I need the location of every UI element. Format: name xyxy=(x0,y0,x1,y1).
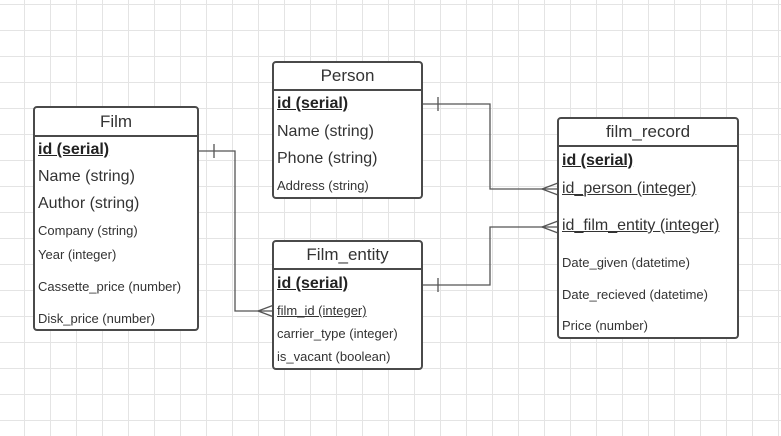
many-marker-film-entity xyxy=(256,304,275,318)
connector-person-to-film-record xyxy=(422,103,558,190)
field-cassette-price: Cassette_price (number) xyxy=(38,279,182,294)
connector-film-to-film-entity xyxy=(198,150,274,312)
many-marker-film-record-entity xyxy=(540,220,559,234)
field-carrier-type: carrier_type (integer) xyxy=(277,326,398,341)
field-id: id (serial) xyxy=(562,152,634,169)
field-address: Address (string) xyxy=(277,178,369,193)
field-id-person: id_person (integer) xyxy=(562,180,697,197)
entity-film[interactable]: Film id (serial) Name (string) Author (s… xyxy=(33,106,199,331)
field-disk-price: Disk_price (number) xyxy=(38,311,156,326)
entity-film-entity[interactable]: Film_entity id (serial) film_id (integer… xyxy=(272,240,423,370)
entity-film-record[interactable]: film_record id (serial) id_person (integ… xyxy=(557,117,739,339)
entity-title: Person xyxy=(274,63,421,91)
field-id: id (serial) xyxy=(277,275,349,292)
field-film-id: film_id (integer) xyxy=(277,303,367,318)
entity-title: Film xyxy=(35,108,197,137)
field-price: Price (number) xyxy=(562,318,648,333)
field-is-vacant: is_vacant (boolean) xyxy=(277,349,391,364)
entity-title: Film_entity xyxy=(274,242,421,270)
field-date-recieved: Date_recieved (datetime) xyxy=(562,287,708,302)
field-id: id (serial) xyxy=(38,141,110,158)
field-id: id (serial) xyxy=(277,95,349,112)
field-date-given: Date_given (datetime) xyxy=(562,255,690,270)
entity-title: film_record xyxy=(559,119,737,147)
many-marker-film-record-person xyxy=(540,182,559,196)
field-name: Name (string) xyxy=(277,123,374,140)
connector-film-entity-to-film-record xyxy=(422,226,558,286)
field-name: Name (string) xyxy=(38,168,135,185)
field-year: Year (integer) xyxy=(38,247,117,262)
entity-person[interactable]: Person id (serial) Name (string) Phone (… xyxy=(272,61,423,199)
field-company: Company (string) xyxy=(38,223,138,238)
field-id-film-entity: id_film_entity (integer) xyxy=(562,217,720,234)
field-phone: Phone (string) xyxy=(277,150,378,167)
field-author: Author (string) xyxy=(38,195,140,212)
